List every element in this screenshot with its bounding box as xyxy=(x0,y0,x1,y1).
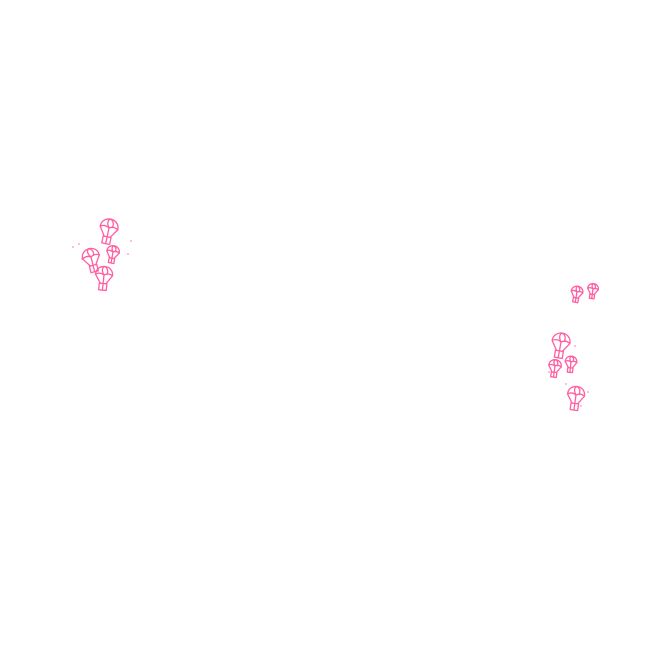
parachute-gift-icon xyxy=(548,359,562,379)
left-cluster xyxy=(81,218,120,292)
sparkle-dot xyxy=(81,258,83,260)
sparkle-dot xyxy=(127,253,129,255)
parachute-gift-icon xyxy=(106,245,120,265)
right-cluster xyxy=(548,283,600,412)
parachute-gift-icon xyxy=(570,285,584,304)
sparkle-dot xyxy=(130,240,132,242)
parachute-gift-icon xyxy=(99,218,119,246)
sparkle-dots xyxy=(72,240,589,407)
sparkle-dot xyxy=(78,243,80,245)
parachute-gift-icon xyxy=(566,385,586,412)
parachute-gift-icon xyxy=(81,247,100,274)
sparkle-dot xyxy=(580,405,582,407)
sparkle-dot xyxy=(587,391,589,393)
parachute-gift-icon xyxy=(564,355,578,374)
sparkle-dot xyxy=(565,383,567,385)
sparkle-dot xyxy=(574,345,576,347)
parachute-gift-icon xyxy=(587,283,600,300)
sparkle-dot xyxy=(72,246,74,248)
sparkle-dot xyxy=(548,371,550,373)
parachute-gift-icon xyxy=(551,332,571,360)
parachute-gift-icon xyxy=(94,265,114,292)
